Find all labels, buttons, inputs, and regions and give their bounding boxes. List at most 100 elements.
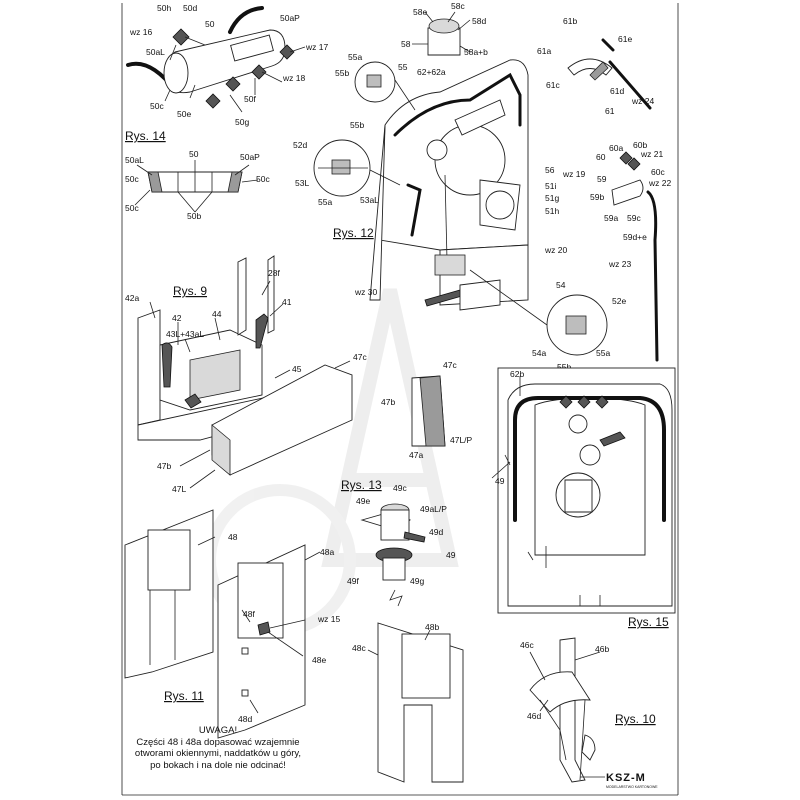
- part-48: [124, 509, 214, 679]
- caption-rys15: Rys. 15: [628, 615, 669, 629]
- figure-rys11: 48 48a 48f wz 15 48e 48d 48b 48c Rys. 11: [124, 509, 464, 783]
- part-58-top: [428, 18, 460, 34]
- label-50g: 50g: [235, 117, 249, 127]
- note-line: po bokach i na dole nie odcinać!: [150, 759, 286, 771]
- inset-part: [331, 159, 351, 175]
- label-58ab: 58a+b: [464, 47, 488, 57]
- label-46b: 46b: [595, 644, 609, 654]
- pipe-ring: [579, 444, 601, 466]
- wheel: [485, 190, 515, 220]
- valve-knob: [205, 93, 221, 109]
- hinge: [241, 689, 249, 697]
- label-48c: 48c: [352, 643, 366, 653]
- wire-wz23: [646, 190, 659, 362]
- label-50c: 50c: [256, 174, 270, 184]
- cable: [406, 183, 422, 237]
- label-59: 59: [597, 174, 607, 184]
- valve-knob: [172, 28, 190, 46]
- break-symbol: [389, 589, 403, 607]
- wire-61: [601, 38, 652, 110]
- label-42a: 42a: [125, 293, 139, 303]
- label-62: 62+62a: [417, 67, 446, 77]
- label-50c: 50c: [125, 203, 139, 213]
- tank: [454, 99, 506, 136]
- label-wz30: wz 30: [354, 287, 377, 297]
- figure-rys13: 49e 49c 49aL/P 49d 49 49f 49g Rys. 13: [341, 478, 456, 607]
- fold-48: [149, 590, 176, 665]
- label-48a: 48a: [320, 547, 334, 557]
- label-58: 58: [401, 39, 411, 49]
- label-59c: 59c: [627, 213, 641, 223]
- caption-rys12: Rys. 12: [333, 226, 374, 240]
- footplate: [459, 279, 501, 311]
- inset-part: [366, 74, 382, 88]
- label-42: 42: [172, 313, 182, 323]
- label-54a: 54a: [532, 348, 546, 358]
- leader-lines: [197, 536, 431, 714]
- strip-folds: [177, 172, 213, 192]
- label-48b: 48b: [425, 622, 439, 632]
- label-49e: 49e: [356, 496, 370, 506]
- lever-42: [161, 342, 173, 388]
- note-line: otworami okiennymi, naddatków u góry,: [134, 748, 302, 759]
- part-46c: [529, 671, 591, 713]
- label-47b: 47b: [381, 397, 395, 407]
- label-wz24: wz 24: [631, 96, 654, 106]
- leader-lines: [529, 651, 601, 712]
- caption-rys14: Rys. 14: [125, 129, 166, 143]
- label-53aL: 53aL: [360, 195, 379, 205]
- figure-rys15: 62b 49 Rys. 15: [491, 367, 676, 629]
- label-wz23: wz 23: [608, 259, 631, 269]
- label-49g: 49g: [410, 576, 424, 586]
- label-wz19: wz 19: [562, 169, 585, 179]
- caption-rys9: Rys. 9: [173, 284, 207, 298]
- figure-part-47: 47c 47b 47L/P 47a: [381, 360, 473, 460]
- label-55a: 55a: [596, 348, 610, 358]
- leader-lines: [491, 376, 521, 479]
- label-48: 48: [228, 532, 238, 542]
- label-59de: 59d+e: [623, 232, 647, 242]
- label-51i: 51i: [545, 181, 556, 191]
- label-60: 60: [596, 152, 606, 162]
- valve-knob: [251, 64, 267, 80]
- valve-knob: [225, 76, 241, 92]
- label-50aP: 50aP: [280, 13, 300, 23]
- tank-valve: [599, 431, 626, 447]
- label-55a: 55a: [318, 197, 332, 207]
- cable: [393, 72, 522, 137]
- label-49: 49: [446, 550, 456, 560]
- caption-rys13: Rys. 13: [341, 478, 382, 492]
- leader-lines: [412, 11, 471, 53]
- label-58d: 58d: [472, 16, 486, 26]
- lever-46d: [539, 699, 586, 781]
- panel-side: [369, 124, 386, 301]
- part-59: [611, 179, 644, 206]
- cable-62b: [513, 396, 666, 522]
- label-55b: 55b: [557, 362, 571, 372]
- figure-rys10: 46c 46b 46d Rys. 10: [520, 637, 656, 783]
- label-41: 41: [282, 297, 292, 307]
- label-55: 55: [398, 62, 408, 72]
- warning-note: UWAGA! Części 48 i 48a dopasować wzajemn…: [118, 725, 318, 771]
- label-51g: 51g: [545, 193, 559, 203]
- label-58c: 58c: [451, 1, 465, 11]
- valves: [559, 395, 609, 409]
- valve-knob: [279, 44, 295, 60]
- label-62b: 62b: [510, 369, 524, 379]
- figure-rys12: 58c 58e 58d 58 58a+b 55a 55b 55 62+62a 5…: [293, 1, 626, 372]
- box-inner: [189, 349, 241, 401]
- inset-connectors: [369, 79, 548, 326]
- label-60c: 60c: [651, 167, 665, 177]
- label-49: 49: [495, 476, 505, 486]
- lever-49d: [403, 531, 426, 543]
- label-wz18: wz 18: [282, 73, 305, 83]
- label-61e: 61e: [618, 34, 632, 44]
- window-48: [147, 529, 191, 591]
- inset-part: [565, 315, 587, 335]
- label-44: 44: [212, 309, 222, 319]
- gauge: [426, 139, 448, 161]
- label-61a: 61a: [537, 46, 551, 56]
- label-47b: 47b: [157, 461, 171, 471]
- label-51h: 51h: [545, 206, 559, 216]
